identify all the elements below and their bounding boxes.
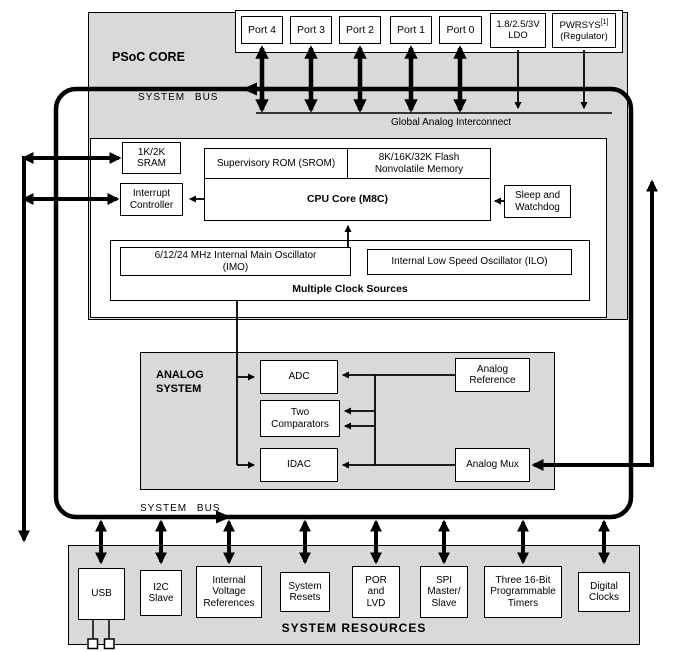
- interrupt-line2: Controller: [129, 199, 174, 211]
- global-analog-interconnect-label: Global Analog Interconnect: [390, 117, 512, 128]
- comparators-line1: Two: [290, 407, 310, 418]
- i2c-line1: I2C: [153, 581, 169, 593]
- imo-line1: 6/12/24 MHz Internal Main Oscillator: [154, 250, 317, 261]
- internal-voltage-references-box: Internal Voltage References: [196, 566, 262, 618]
- two-comparators-box: Two Comparators: [260, 400, 340, 437]
- psoc-core-title: PSoC CORE: [112, 50, 185, 64]
- idac-label: IDAC: [287, 459, 311, 471]
- digital-clocks-box: Digital Clocks: [578, 572, 630, 612]
- usb-box: USB: [78, 568, 125, 620]
- cpu-core-label: CPU Core (M8C): [306, 193, 389, 206]
- usb-label: USB: [91, 588, 112, 600]
- pwrsys-box: PWRSYS[1] (Regulator): [552, 13, 616, 48]
- port-4-box: Port 4: [241, 16, 283, 44]
- analog-system-label: ANALOG SYSTEM: [156, 368, 204, 397]
- flash-line2: Nonvolatile Memory: [374, 163, 464, 175]
- system-resources-label: SYSTEM RESOURCES: [281, 621, 427, 635]
- clock-sources-label: Multiple Clock Sources: [292, 283, 408, 295]
- por-line1: POR: [365, 574, 387, 586]
- pwrsys-line2: (Regulator): [560, 30, 608, 42]
- reference-line2: Reference: [469, 375, 516, 386]
- pwrsys-name: PWRSYS: [559, 19, 601, 31]
- spi-line1: SPI: [435, 574, 453, 586]
- spi-master-slave-box: SPI Master/ Slave: [420, 566, 468, 618]
- digclk-line2: Clocks: [588, 592, 619, 603]
- flash-line1: 8K/16K/32K Flash: [378, 152, 460, 164]
- pwrsys-line1: PWRSYS[1]: [560, 19, 609, 32]
- pwrsys-footnote: [1]: [600, 18, 609, 26]
- ldo-line1: 1.8/2.5/3V: [496, 18, 540, 30]
- port-1-box: Port 1: [390, 16, 432, 44]
- sram-line1: 1K/2K: [137, 146, 166, 158]
- comparators-line2: Comparators: [271, 418, 329, 430]
- port-2-box: Port 2: [339, 16, 381, 44]
- por-line2: and: [367, 586, 385, 598]
- port-2-label: Port 2: [345, 23, 374, 36]
- flash-box: 8K/16K/32K Flash Nonvolatile Memory: [348, 149, 490, 179]
- ilo-label: Internal Low Speed Oscillator (ILO): [391, 256, 548, 268]
- i2c-line2: Slave: [148, 593, 174, 604]
- ldo-box: 1.8/2.5/3V LDO: [490, 13, 546, 48]
- port-0-box: Port 0: [439, 16, 482, 44]
- srom-box: Supervisory ROM (SROM): [205, 149, 348, 179]
- spi-line2: Master/: [427, 586, 461, 598]
- resets-line1: System: [288, 580, 322, 592]
- spi-line3: Slave: [431, 597, 457, 609]
- system-bus-bottom-label: SYSTEM BUS: [140, 503, 221, 514]
- memory-row: Supervisory ROM (SROM) 8K/16K/32K Flash …: [205, 149, 490, 179]
- sleep-line2: Watchdog: [515, 201, 560, 213]
- analog-label-line2: SYSTEM: [156, 383, 202, 396]
- cpu-complex-box: Supervisory ROM (SROM) 8K/16K/32K Flash …: [204, 148, 491, 221]
- i2c-slave-box: I2C Slave: [140, 570, 182, 616]
- imo-line2: (IMO): [222, 261, 249, 273]
- ilo-box: Internal Low Speed Oscillator (ILO): [367, 249, 572, 275]
- analog-label-line1: ANALOG: [156, 369, 204, 381]
- por-lvd-box: POR and LVD: [352, 566, 400, 618]
- adc-label: ADC: [288, 371, 310, 383]
- programmable-timers-box: Three 16-Bit Programmable Timers: [484, 566, 562, 618]
- digclk-line1: Digital: [590, 580, 618, 592]
- adc-box: ADC: [260, 360, 338, 394]
- ldo-line2: LDO: [508, 29, 528, 41]
- idac-box: IDAC: [260, 448, 338, 482]
- analog-reference-box: Analog Reference: [455, 358, 530, 392]
- srom-label: Supervisory ROM (SROM): [216, 157, 336, 169]
- interrupt-controller-box: Interrupt Controller: [120, 183, 183, 216]
- timers-line1: Three 16-Bit: [495, 574, 551, 586]
- port-3-label: Port 3: [296, 23, 325, 36]
- port-0-label: Port 0: [446, 23, 475, 36]
- port-3-box: Port 3: [290, 16, 332, 44]
- timers-line2: Programmable: [490, 586, 556, 598]
- timers-line3: Timers: [507, 597, 539, 609]
- system-bus-top-label: SYSTEM BUS: [138, 92, 219, 103]
- system-resets-box: System Resets: [280, 572, 330, 612]
- ivr-line2: Voltage: [212, 586, 246, 598]
- interrupt-line1: Interrupt: [132, 188, 171, 199]
- imo-box: 6/12/24 MHz Internal Main Oscillator (IM…: [120, 247, 351, 276]
- reference-line1: Analog: [476, 363, 509, 375]
- resets-line2: Resets: [289, 592, 321, 603]
- ivr-line1: Internal: [212, 574, 246, 586]
- analog-mux-label: Analog Mux: [466, 459, 519, 471]
- sleep-line1: Sleep and: [514, 190, 561, 201]
- cpu-core-box: CPU Core (M8C): [205, 179, 490, 220]
- port-1-label: Port 1: [396, 23, 425, 36]
- ivr-line3: References: [203, 597, 255, 609]
- sram-box: 1K/2K SRAM: [122, 142, 181, 174]
- port-4-label: Port 4: [247, 23, 276, 36]
- sleep-watchdog-box: Sleep and Watchdog: [504, 185, 571, 218]
- por-line3: LVD: [366, 597, 386, 609]
- sram-line2: SRAM: [137, 158, 166, 169]
- analog-mux-box: Analog Mux: [455, 448, 530, 482]
